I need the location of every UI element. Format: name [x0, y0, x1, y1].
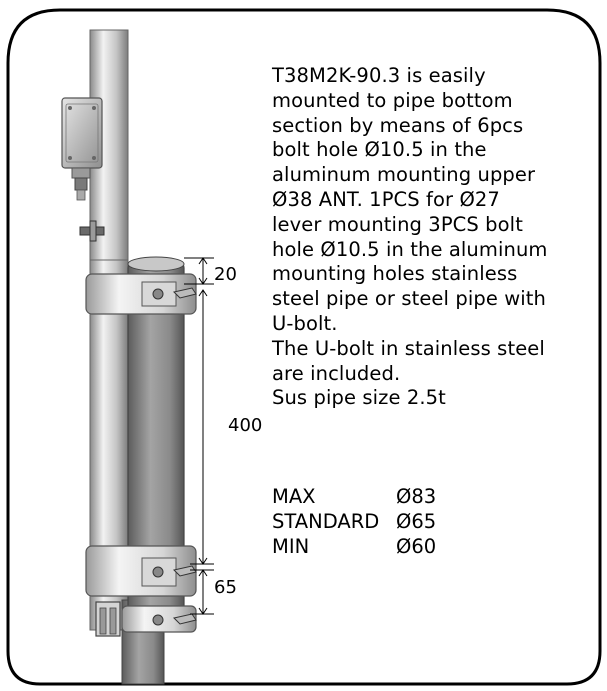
dimension-label-length: 400	[228, 415, 263, 436]
description-line: U-bolt.	[272, 311, 338, 335]
description-line: hole Ø10.5 in the aluminum	[272, 237, 548, 261]
spec-row-standard: STANDARD Ø65	[272, 510, 436, 535]
side-pipe-cap	[127, 256, 185, 272]
pipe-size-specs: MAX Ø83 STANDARD Ø65 MIN Ø60	[272, 485, 436, 559]
spec-row-max: MAX Ø83	[272, 485, 436, 510]
rounded-frame	[6, 8, 602, 686]
description-line: section by means of 6pcs	[272, 113, 524, 137]
description-line: Ø38 ANT. 1PCS for Ø27	[272, 187, 500, 211]
description-line: T38M2K-90.3 is easily	[272, 64, 486, 87]
description-line: bolt hole Ø10.5 in the	[272, 138, 487, 162]
lower-clamp	[85, 545, 197, 597]
description-line: aluminum mounting upper	[272, 163, 536, 187]
junction-box	[61, 97, 103, 201]
spec-value: Ø60	[396, 534, 437, 558]
spec-value: Ø65	[396, 509, 437, 533]
u-bolt-bracket	[95, 601, 197, 637]
spec-name: MIN	[272, 534, 310, 558]
dimension-label-top: 20	[214, 264, 237, 285]
description-line: are included.	[272, 361, 401, 385]
spec-name: STANDARD	[272, 509, 380, 533]
spec-value: Ø83	[396, 485, 437, 508]
description-line: mounted to pipe bottom	[272, 88, 513, 112]
product-description: T38M2K-90.3 is easily mounted to pipe bo…	[272, 64, 607, 411]
spec-name: MAX	[272, 485, 316, 508]
small-bracket	[79, 220, 105, 242]
description-line: lever mounting 3PCS bolt	[272, 212, 523, 236]
dimension-label-bottom: 65	[214, 577, 237, 598]
dimension-lines	[184, 257, 214, 615]
description-line: The U-bolt in stainless steel	[272, 336, 545, 360]
upper-clamp	[85, 273, 197, 315]
description-line: Sus pipe size 2.5t	[272, 386, 446, 410]
description-line: steel pipe or steel pipe with	[272, 287, 546, 311]
spec-row-min: MIN Ø60	[272, 535, 436, 560]
description-line: mounting holes stainless	[272, 262, 518, 286]
